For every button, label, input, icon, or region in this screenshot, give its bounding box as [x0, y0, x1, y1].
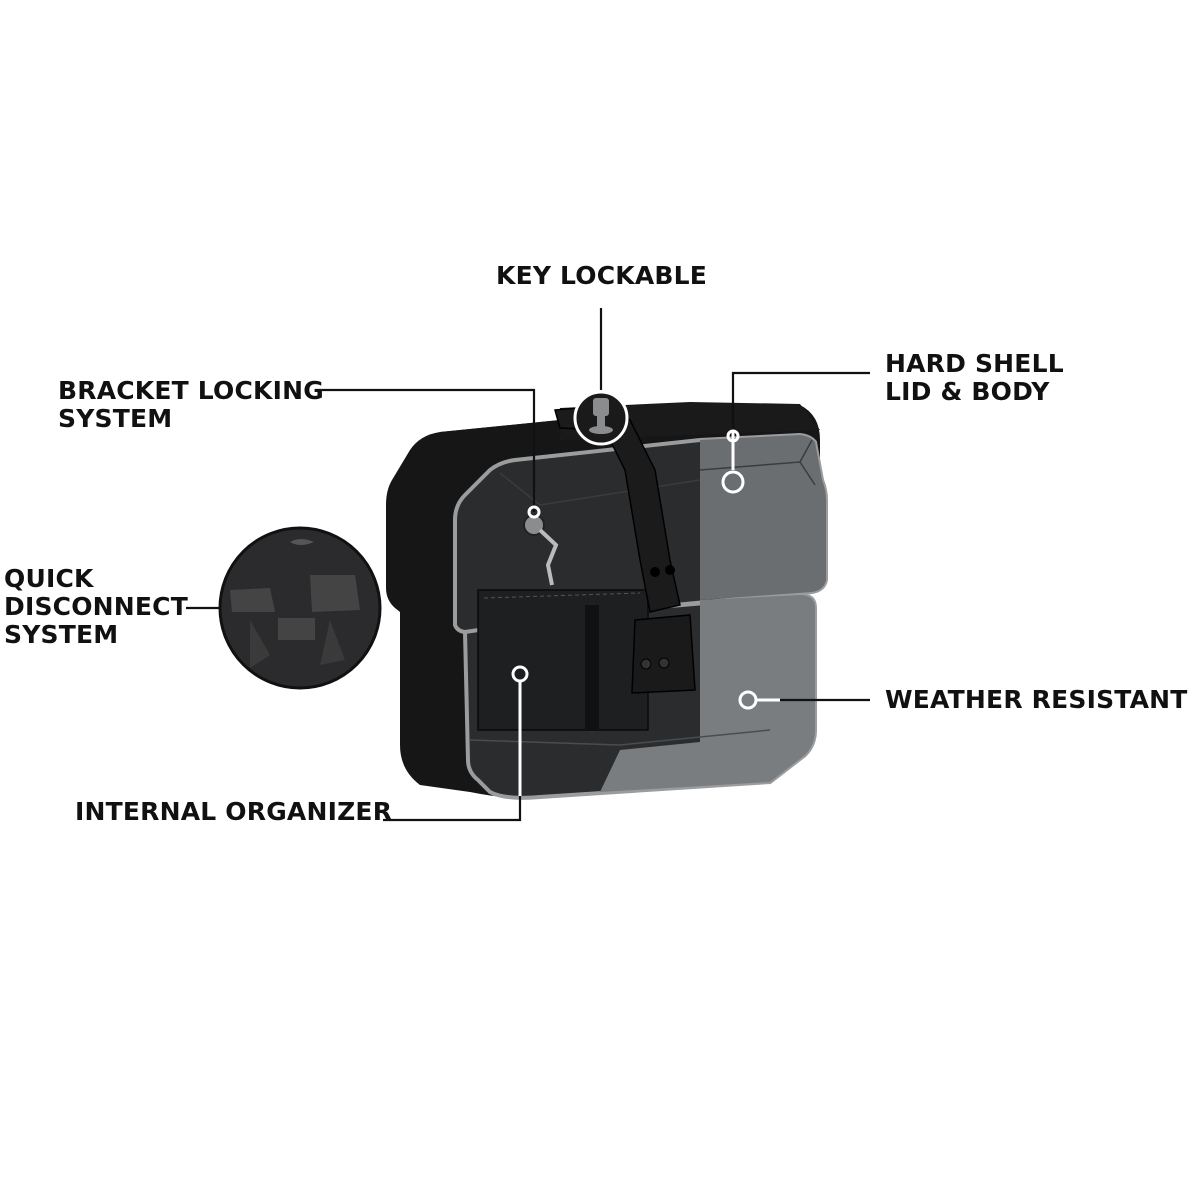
callout-markers: [511, 429, 780, 796]
label-weather-resistant: WEATHER RESISTANT: [885, 685, 1188, 714]
lid-strap: [554, 405, 696, 694]
bracket-lock-key-icon: [523, 514, 559, 586]
label-bracket-locking-system: BRACKET LOCKING SYSTEM: [58, 376, 324, 433]
key-lock-inset: [573, 390, 629, 446]
leader-lines: [186, 308, 870, 822]
label-hard-shell: HARD SHELL LID & BODY: [885, 349, 1064, 406]
label-internal-organizer: INTERNAL ORGANIZER: [75, 797, 393, 826]
label-quick-disconnect: QUICK DISCONNECT SYSTEM: [4, 564, 188, 649]
label-key-lockable: KEY LOCKABLE: [496, 261, 708, 290]
quick-disconnect-inset: [218, 526, 382, 690]
internal-organizer-pocket: [477, 589, 649, 731]
bag-body: [462, 589, 817, 800]
